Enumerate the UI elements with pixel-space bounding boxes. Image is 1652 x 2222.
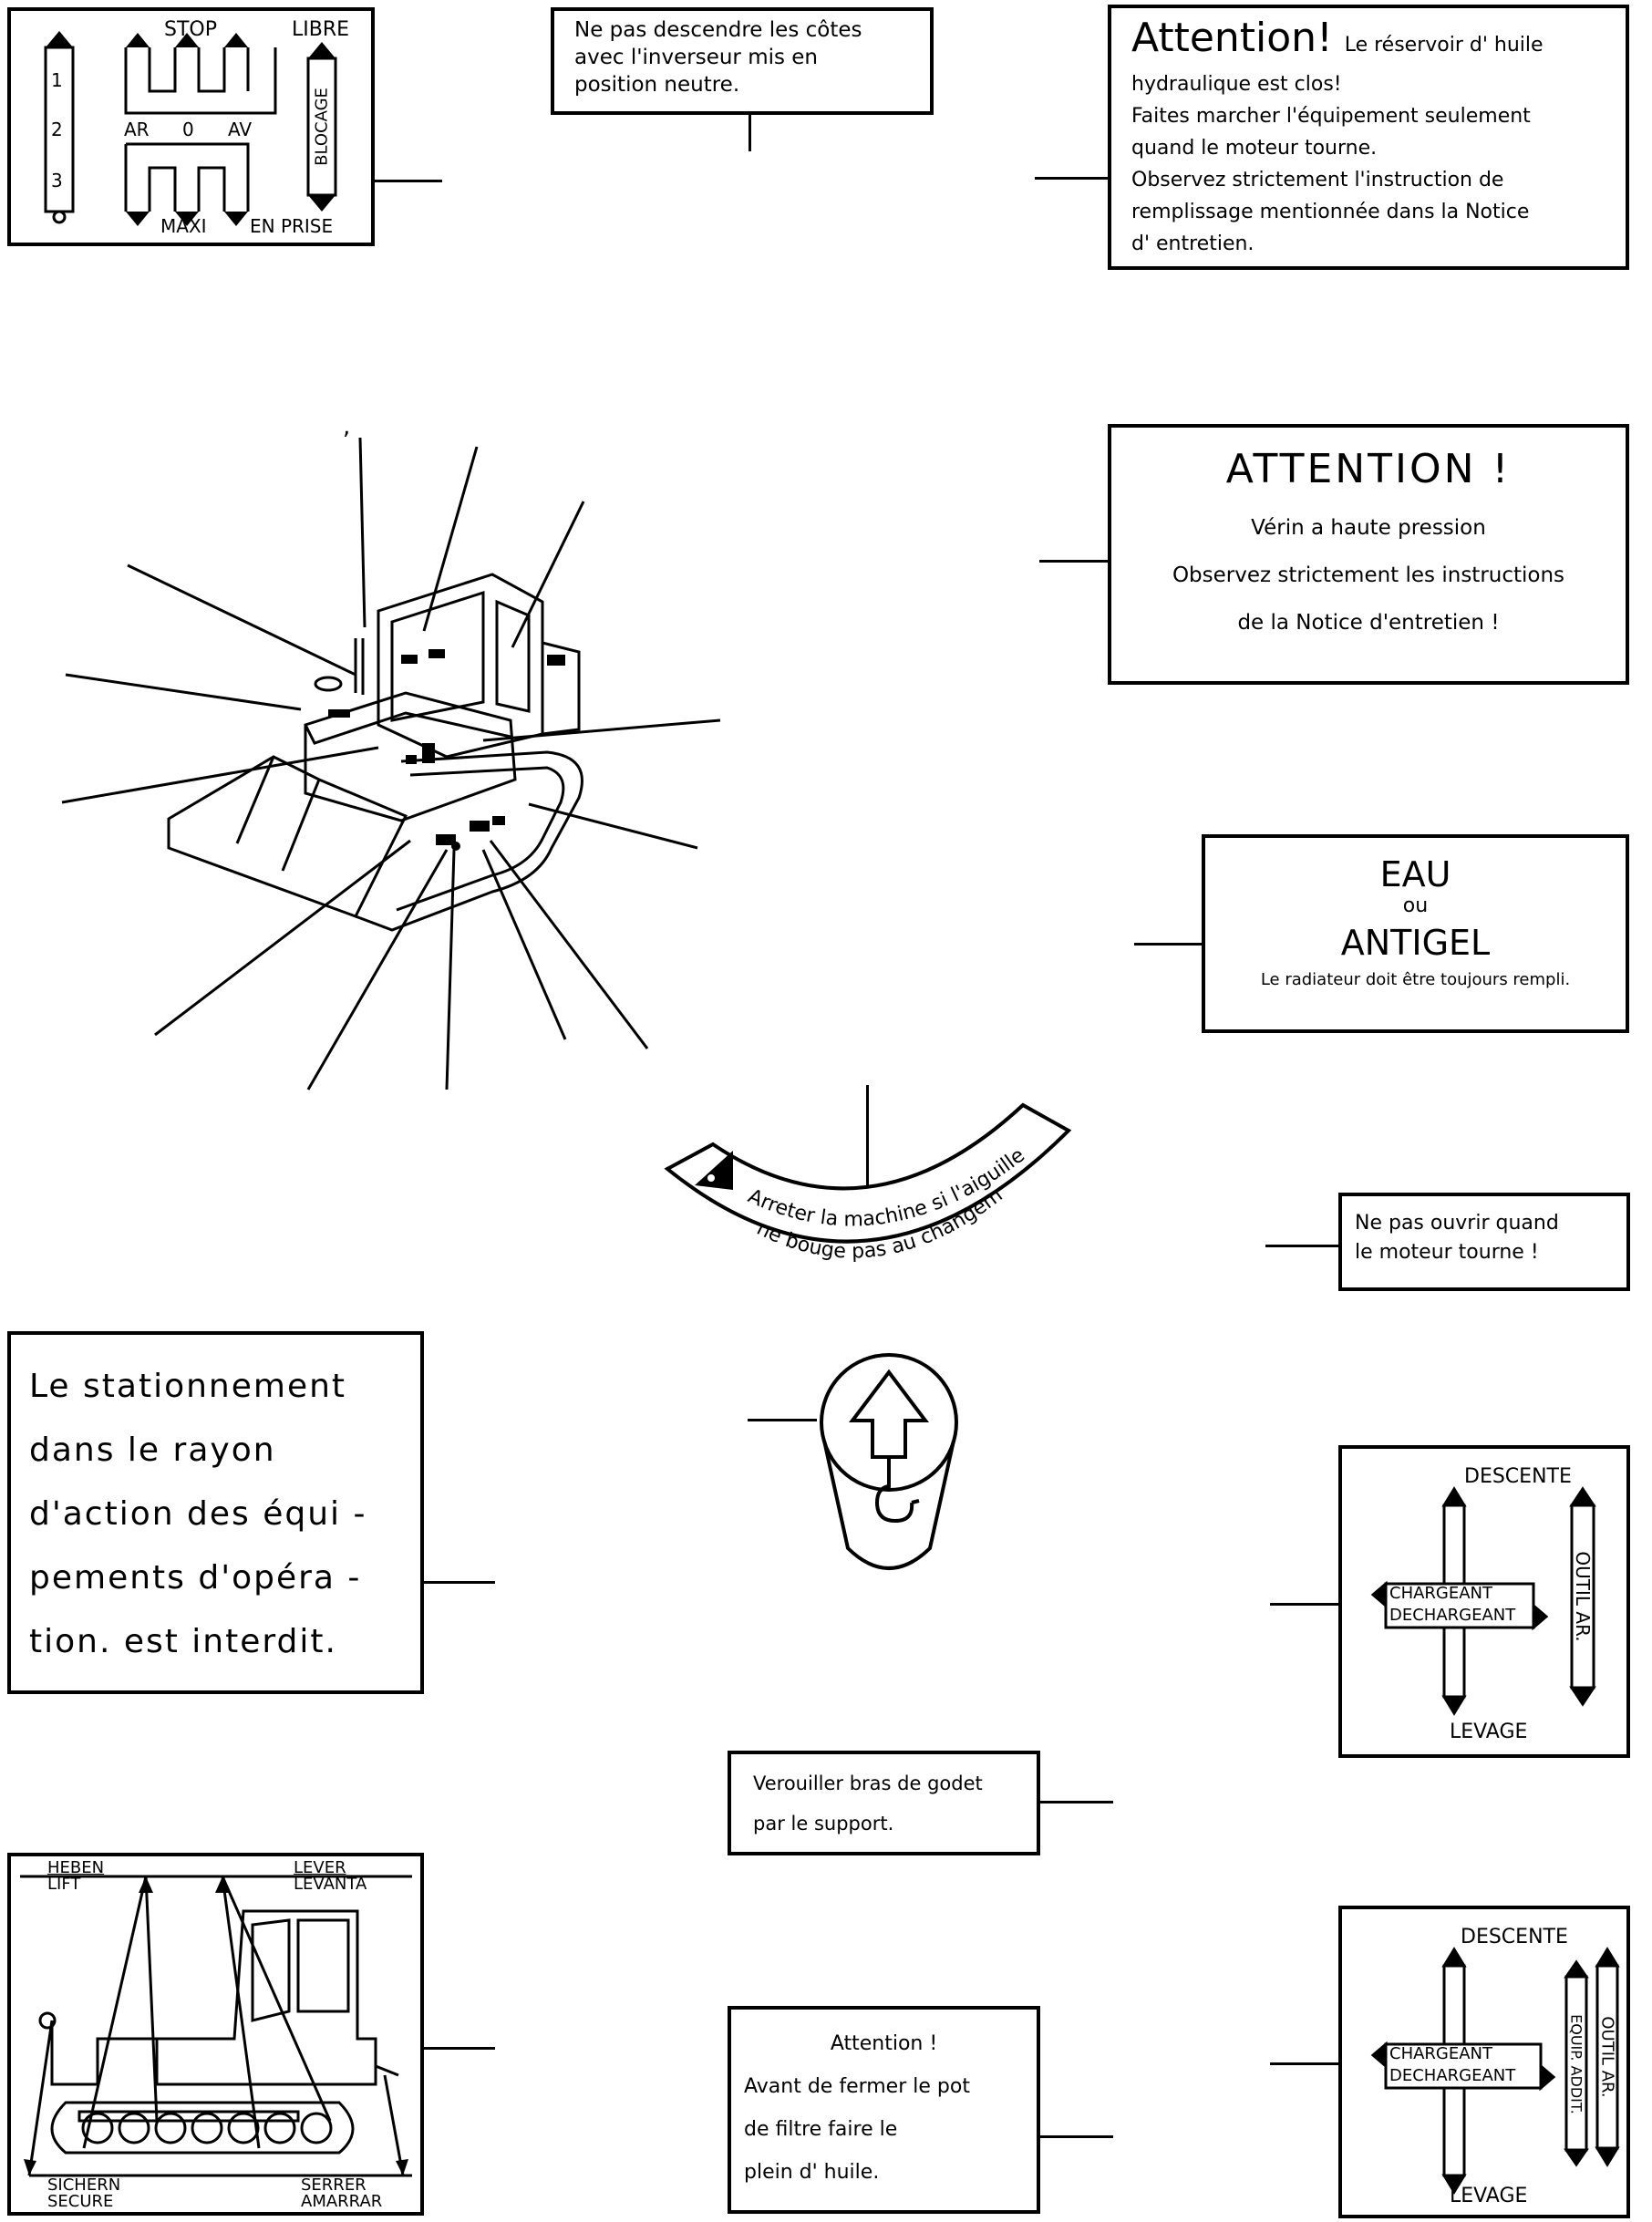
cylinder-line3: de la Notice d'entretien ! [1237,611,1500,635]
leader-line [1035,177,1108,180]
filter-pot-decal: Attention ! Avant de fermer le pot de fi… [728,2006,1040,2214]
label-lever: LEVER [294,1858,346,1877]
lever2-dechargeant: DECHARGEANT [1389,2066,1516,2085]
slope-warning-line2: avec l'inverseur mis en [574,46,819,69]
lifting-points-diagram [20,1875,412,2177]
filter-line1: Avant de fermer le pot [744,2075,970,2098]
hydraulic-line: quand le moteur tourne. [1131,137,1378,160]
slope-warning-line3: position neutre. [574,73,740,97]
label-sichern: SICHERN [47,2175,121,2195]
hydraulic-title-tail: Le réservoir d' huile [1344,34,1544,57]
cylinder-line2: Observez strictement les instructions [1172,563,1565,587]
filter-line3: plein d' huile. [744,2161,880,2184]
lifting-hook-icon [820,1353,958,1570]
label-libre: LIBRE [292,18,350,41]
hydraulic-tank-decal: Attention! Le réservoir d' huile hydraul… [1108,5,1629,270]
lever1-dechargeant: DECHARGEANT [1389,1606,1516,1625]
label-av: AV [228,119,253,140]
leader-line [1265,1245,1338,1247]
arc-warning-decal: Arreter la machine si l'aiguille ne boug… [656,1094,1072,1264]
lever1-levage: LEVAGE [1450,1721,1528,1743]
label-stop: STOP [164,18,217,41]
slope-warning-line1: Ne pas descendre les côtes [574,18,862,42]
leader-line [1040,2135,1113,2138]
gear-number-1: 1 [51,69,63,91]
label-levanta: LEVANTA [294,1875,367,1894]
lever1-outil: OUTIL AR. [1572,1551,1594,1642]
leader-line [1270,1603,1338,1606]
slope-warning-decal: Ne pas descendre les côtes avec l'invers… [551,7,934,115]
svg-text:,: , [343,419,350,440]
label-blocage: BLOCAGE [312,88,332,166]
radiator-antigel: ANTIGEL [1340,923,1491,963]
hydraulic-title-row: Attention! Le réservoir d' huile [1131,16,1606,68]
stationnement-line: tion. est interdit. [29,1623,337,1660]
leader-line [1134,943,1202,946]
radiator-note: Le radiateur doit être toujours rempli. [1260,970,1571,989]
label-secure: SECURE [47,2192,114,2211]
leader-line [866,1085,869,1204]
hydraulic-title: Attention! [1131,15,1333,61]
stationnement-line: Le stationnement [29,1368,347,1405]
hydraulic-line: Observez strictement l'instruction de [1131,169,1504,191]
bulldozer-illustration: , [61,419,721,1090]
label-amarrar: AMARRAR [301,2192,383,2211]
lever1-chargeant: CHARGEANT [1389,1584,1493,1603]
label-ar: AR [124,119,150,140]
gearbox-shift-decal: 1 2 3 STOP LIBRE AR 0 AV BLOCAGE MAXI EN… [7,7,375,246]
gear-number-3: 3 [51,170,63,191]
radiator-eau: EAU [1379,854,1451,894]
bucket-lock-line2: par le support. [753,1813,894,1834]
warning-triangle-icon [695,1151,733,1190]
shift-pattern-diagram [44,31,337,226]
gear-number-2: 2 [51,119,63,140]
leader-line [1040,1801,1113,1803]
label-serrer: SERRER [301,2175,367,2195]
stationnement-line: pements d'opéra - [29,1559,362,1597]
lifting-points-decal: HEBEN LIFT LEVER LEVANTA SICHERN SECURE … [7,1853,424,2216]
stationnement-line: d'action des équi - [29,1495,367,1533]
label-zero: 0 [182,119,194,140]
leader-line [748,1419,817,1421]
label-maxi: MAXI [160,215,207,237]
lever1-descente: DESCENTE [1464,1465,1572,1488]
filter-title: Attention ! [830,2032,938,2055]
lever2-chargeant: CHARGEANT [1389,2044,1493,2063]
leader-line [375,180,442,182]
radiator-decal: EAU ou ANTIGEL Le radiateur doit être to… [1202,834,1629,1033]
lever-decal-2: DESCENTE CHARGEANT DECHARGEANT EQUIP. AD… [1338,1906,1630,2218]
leader-line [1270,2062,1338,2065]
lever2-outil: OUTIL AR. [1597,2016,1617,2098]
label-heben: HEBEN [47,1858,105,1877]
hydraulic-line: Faites marcher l'équipement seulement [1131,105,1531,128]
bucket-lock-line1: Verouiller bras de godet [753,1772,983,1794]
leader-line [1039,560,1108,563]
bucket-lock-decal: Verouiller bras de godet par le support. [728,1751,1040,1855]
radiator-ou: ou [1402,894,1429,917]
cylinder-line1: Vérin a haute pression [1251,516,1486,540]
stationnement-decal: Le stationnement dans le rayon d'action … [7,1331,424,1694]
hydraulic-line: d' entretien. [1131,233,1254,255]
no-open-line1: Ne pas ouvrir quand [1355,1212,1559,1235]
leader-line [424,1581,495,1584]
leader-line [749,115,751,151]
lever2-equip: EQUIP. ADDIT. [1567,2014,1585,2114]
lever2-descente: DESCENTE [1461,1926,1568,1948]
stationnement-line: dans le rayon [29,1431,276,1469]
label-lift: LIFT [47,1875,81,1894]
cylinder-title: ATTENTION ! [1225,446,1512,492]
label-en-prise: EN PRISE [250,215,334,237]
lever2-diagram [1370,1947,1620,2195]
hydraulic-line: remplissage mentionnée dans la Notice [1131,201,1530,223]
hydraulic-line: hydraulique est clos! [1131,73,1342,96]
leader-line [424,2047,495,2050]
lever2-levage: LEVAGE [1450,2185,1528,2207]
lever-decal-1: DESCENTE CHARGEANT DECHARGEANT OUTIL AR.… [1338,1445,1630,1758]
filter-line2: de filtre faire le [744,2118,898,2141]
no-open-decal: Ne pas ouvrir quand le moteur tourne ! [1338,1193,1630,1291]
cylinder-pressure-decal: ATTENTION ! Vérin a haute pression Obser… [1108,424,1629,685]
lever1-diagram [1370,1486,1596,1716]
no-open-line2: le moteur tourne ! [1355,1241,1539,1264]
